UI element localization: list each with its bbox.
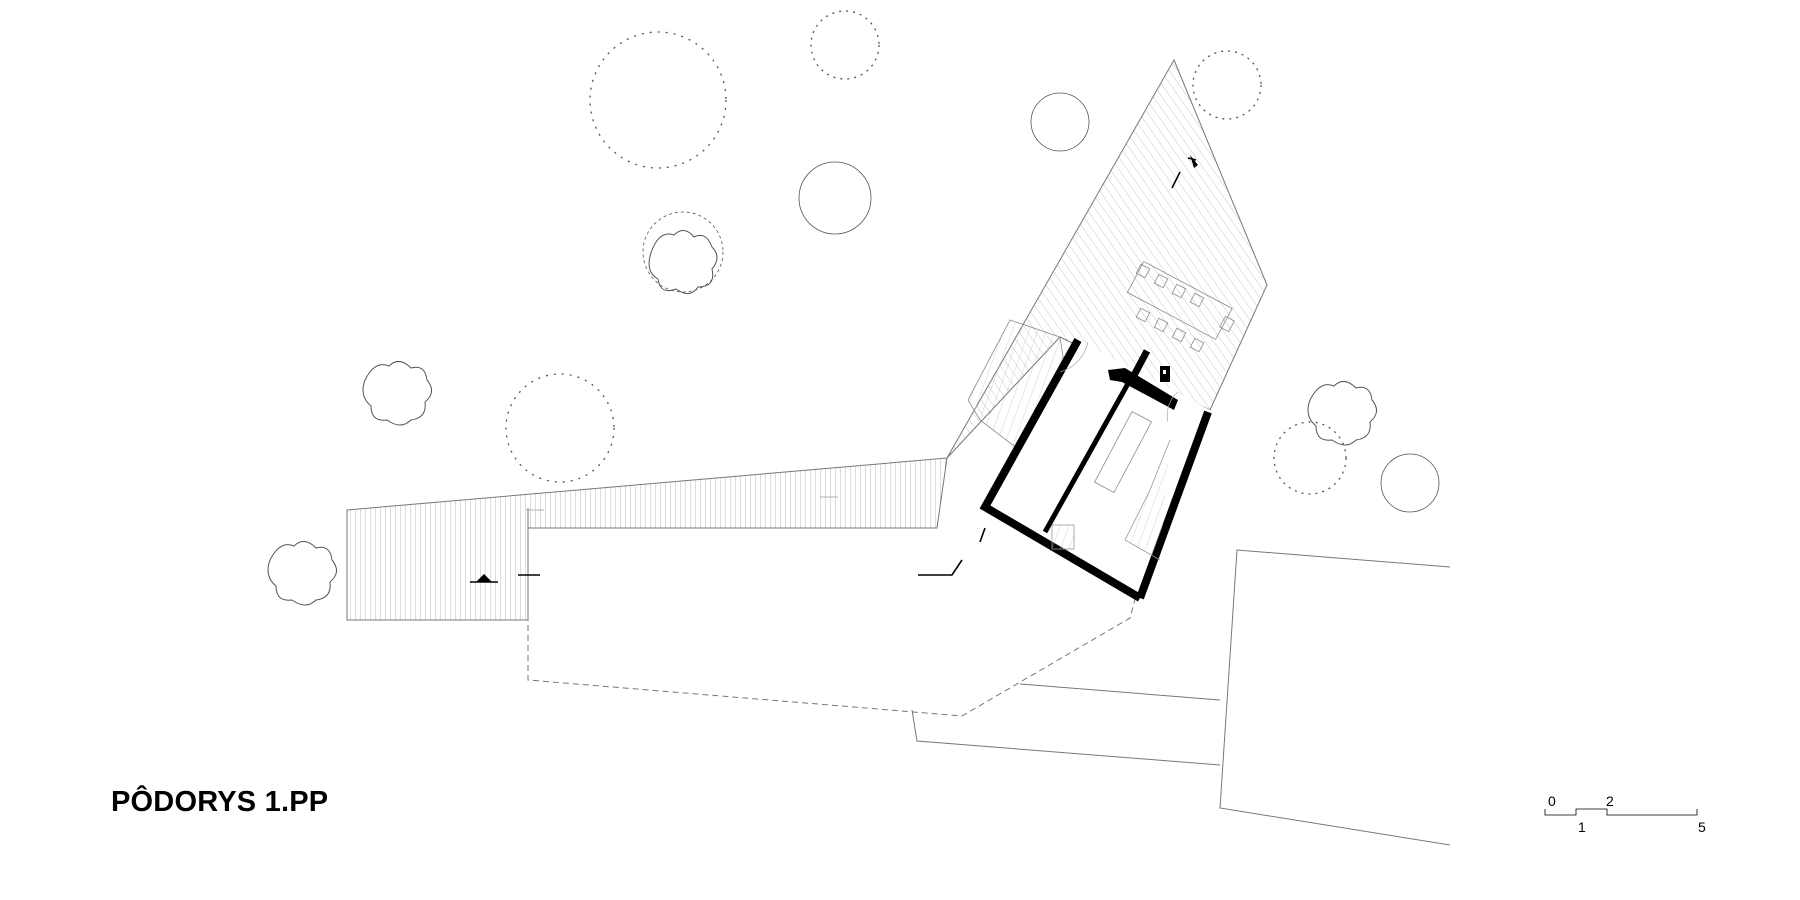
scale-label-5: 5	[1698, 819, 1706, 835]
scale-label-2: 2	[1606, 793, 1614, 809]
building	[979, 338, 1212, 602]
scale-label-0: 0	[1548, 793, 1556, 809]
upper-level-outline	[527, 525, 1141, 717]
terrain-outline	[911, 549, 1451, 846]
scale-bar	[1544, 808, 1698, 816]
scale-label-1: 1	[1578, 819, 1586, 835]
drawing-title: PÔDORYS 1.PP	[111, 786, 329, 818]
section-markers	[470, 155, 1198, 583]
deck-horizontal	[346, 457, 948, 621]
direction-ticks	[526, 496, 838, 511]
trees	[267, 10, 1440, 606]
dining-table	[1126, 260, 1235, 353]
